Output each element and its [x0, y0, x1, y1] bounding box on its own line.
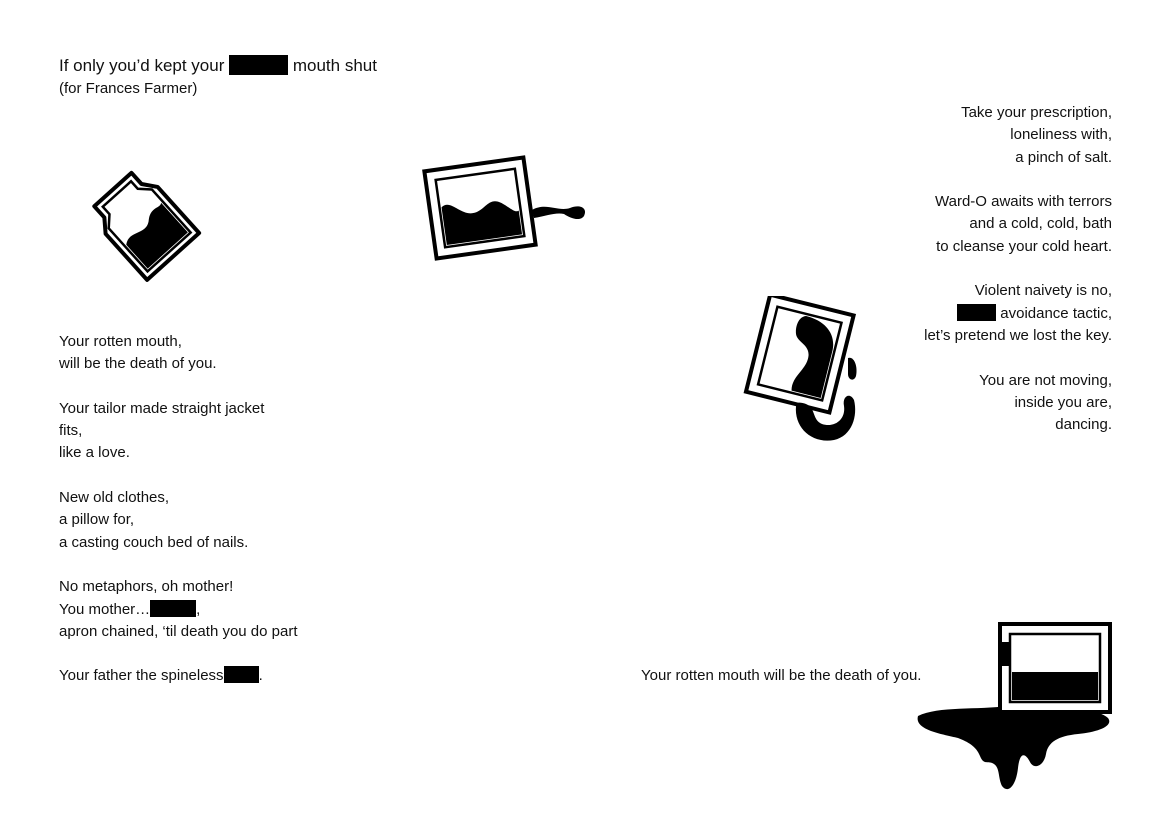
poem-line: fits,: [59, 422, 83, 440]
poem-line: and a cold, cold, bath: [969, 215, 1112, 233]
poem-line-end: .: [258, 667, 263, 685]
poem-line: a casting couch bed of nails.: [59, 533, 249, 551]
poem-line: Take your prescription,: [961, 104, 1112, 121]
redaction-bar: [223, 666, 259, 684]
left-poem: Your rotten mouth, will be the death of …: [59, 331, 479, 688]
poem-line: let’s pretend we lost the key.: [924, 326, 1112, 344]
poem-line: Your father the spineless.: [59, 665, 479, 687]
poem-line: to cleanse your cold heart.: [936, 237, 1112, 255]
poem-line-end: avoidance tactic,: [1000, 304, 1112, 322]
poem-title: If only you’d kept your mouth shut: [59, 55, 377, 77]
redaction-bar: [229, 55, 289, 75]
tilted-paint-frame-icon: [422, 155, 586, 261]
poem-line: New old clothes,: [59, 489, 170, 507]
spilling-bottle-icon: [92, 170, 202, 282]
redaction-bar: [150, 599, 197, 617]
poem-line: Ward-O awaits with terrors: [935, 193, 1112, 211]
poem-line: like a love.: [59, 444, 130, 462]
poem-line: will be the death of you.: [59, 355, 217, 373]
title-before: If only you’d kept your: [59, 56, 225, 75]
poem-line: a pinch of salt.: [1015, 148, 1112, 166]
poem-dedication: (for Frances Farmer): [59, 80, 198, 97]
poem-line-start: You mother…: [59, 600, 151, 618]
poem-line: Your rotten mouth,: [59, 333, 182, 350]
title-after: mouth shut: [292, 56, 377, 75]
poem-line: Your tailor made straight jacket: [59, 399, 265, 417]
paint-puddle-frame-icon: [917, 622, 1112, 790]
poem-line: apron chained, ‘til death you do part: [59, 622, 298, 640]
poem-line: No metaphors, oh mother!: [59, 578, 234, 596]
poem-line: a pillow for,: [59, 511, 135, 529]
poem-line: avoidance tactic,: [692, 303, 1112, 325]
poem-line-end: ,: [196, 600, 201, 618]
redaction-bar: [957, 303, 997, 321]
poem-line: You mother…,: [59, 599, 479, 621]
poem-line: Violent naivety is no,: [974, 282, 1112, 300]
poem-line: You are not moving,: [979, 371, 1112, 389]
poem-line: inside you are,: [1014, 393, 1112, 411]
dripping-frame-icon: [743, 296, 857, 441]
poem-line-start: Your father the spineless: [59, 667, 224, 685]
poem-line: dancing.: [1055, 416, 1112, 434]
poem-line: loneliness with,: [1010, 126, 1112, 144]
right-poem: Take your prescription, loneliness with,…: [692, 102, 1112, 436]
closing-line: Your rotten mouth will be the death of y…: [641, 667, 922, 684]
